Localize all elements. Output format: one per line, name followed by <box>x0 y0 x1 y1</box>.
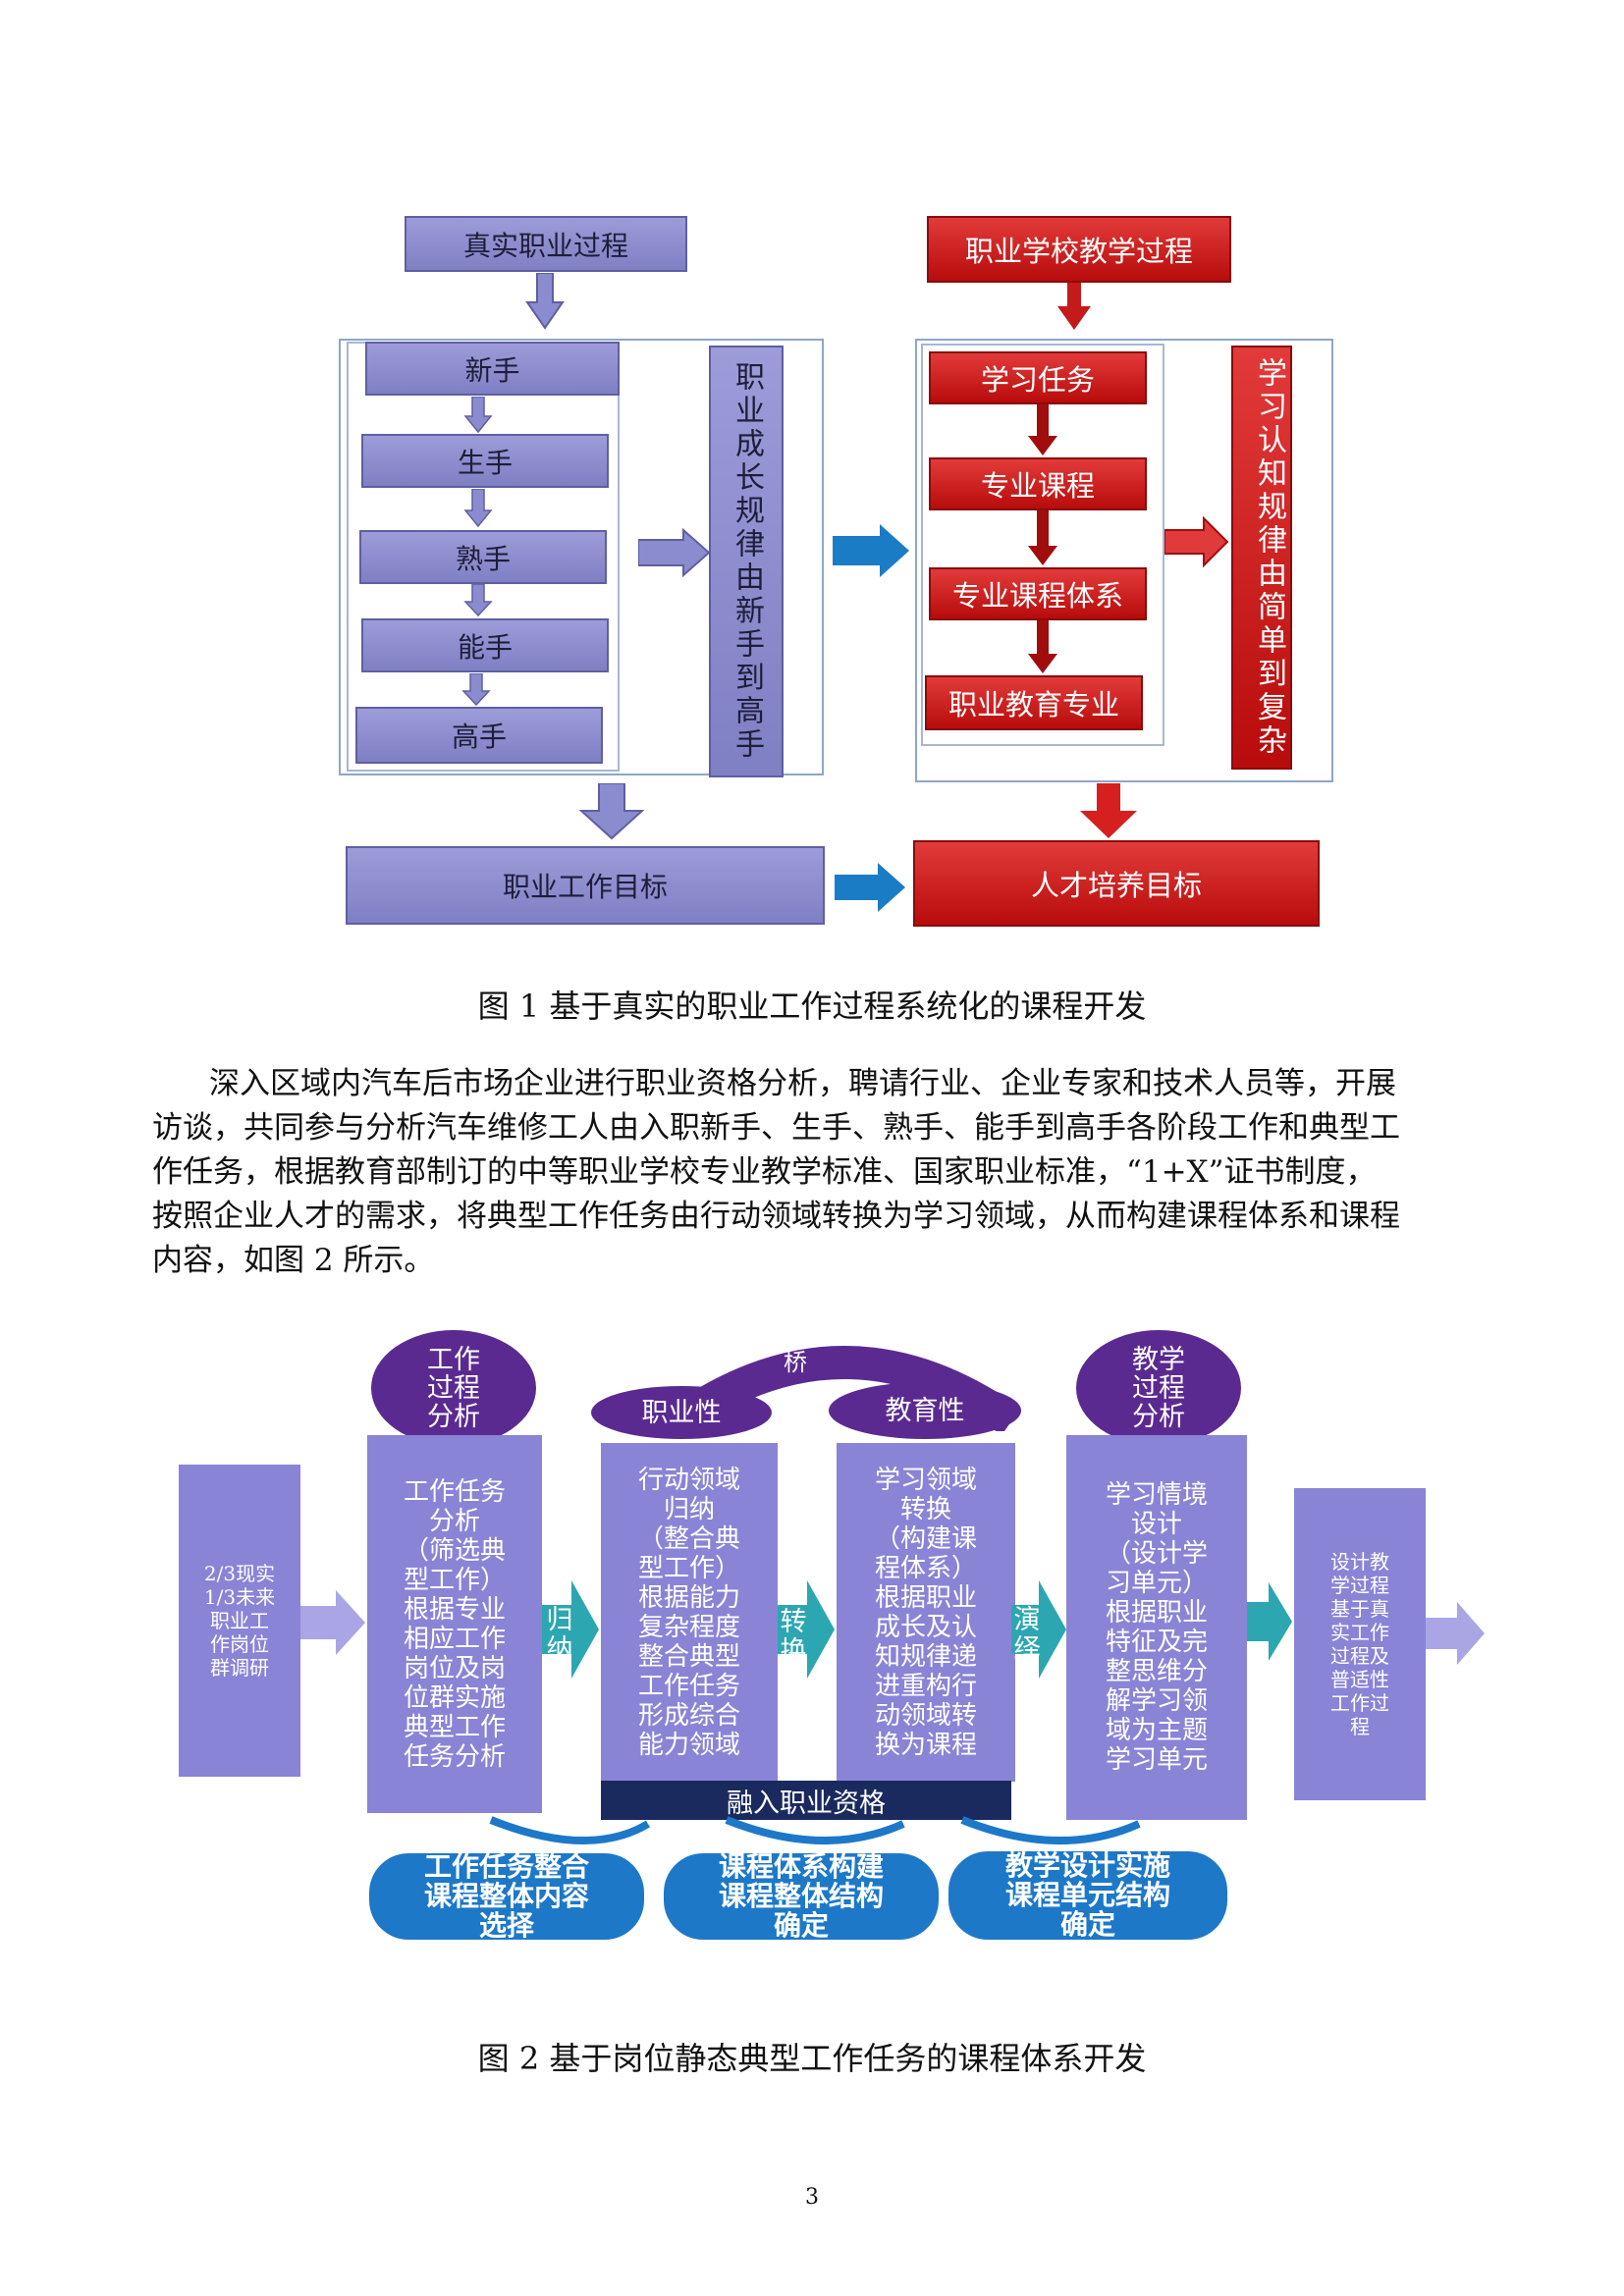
task-integration-oval: 工作任务整合 课程整体内容 选择 <box>369 1852 644 1941</box>
down-arrow-icon <box>1028 620 1057 673</box>
down-arrow-icon <box>1028 510 1057 565</box>
page-number: 3 <box>805 2185 819 2210</box>
work-process-analysis-oval: 工作 过程 分析 <box>371 1330 536 1446</box>
real-career-process-box: 真实职业过程 <box>405 216 687 272</box>
right-arrow-icon <box>542 1580 599 1679</box>
paragraph-line: 访谈，共同参与分析汽车维修工人由入职新手、生手、熟手、能手到高手各阶段工作和典型… <box>152 1110 1400 1146</box>
teaching-column-outline <box>921 344 1164 746</box>
vocational-qualification-bar: 融入职业资格 <box>601 1781 1011 1820</box>
learning-situation-column: 学习情境 设计 （设计学 习单元） 根据职业 特征及完 整思维分 解学习领 域为… <box>1066 1435 1247 1820</box>
course-system-box: 专业课程体系 <box>929 567 1147 620</box>
learning-field-column: 学习领域 转换 （构建课 程体系） 根据职业 成长及认 知规律递 进重构行 动领… <box>837 1443 1015 1782</box>
bridge-label: 桥 <box>784 1349 807 1376</box>
down-arrow-icon <box>1080 783 1137 838</box>
teaching-design-oval: 教学设计实施 课程单元结构 确定 <box>948 1851 1227 1940</box>
stage-beginner: 生手 <box>361 434 609 488</box>
paragraph-line: 作任务，根据教育部制订的中等职业学校专业教学标准、国家职业标准，“1+X”证书制… <box>152 1154 1377 1190</box>
teaching-design-box: 设计教 学过程 基于真 实工作 过程及 普适性 工作过 程 <box>1294 1488 1426 1800</box>
work-task-analysis-column: 工作任务 分析 （筛选典 型工作） 根据专业 相应工作 岗位及岗 位群实施 典型… <box>367 1435 542 1813</box>
induction-label: 归 纳 <box>546 1605 573 1665</box>
school-teaching-process-box: 职业学校教学过程 <box>927 216 1231 283</box>
stage-novice: 新手 <box>365 342 620 396</box>
down-arrow-icon <box>579 783 644 840</box>
body-paragraph: 深入区域内汽车后市场企业进行职业资格分析，聘请行业、企业专家和技术人员等，开展 … <box>152 1062 1497 1283</box>
right-arrow-icon <box>638 528 711 577</box>
professional-course-box: 专业课程 <box>929 457 1147 510</box>
right-arrow-icon <box>1247 1582 1292 1661</box>
down-arrow-icon <box>461 673 491 707</box>
educational-oval: 教育性 <box>829 1382 1021 1439</box>
career-growth-vertical-label: 职业成长规律由新手到高手 <box>709 346 784 777</box>
talent-training-goal-box: 人才培养目标 <box>913 840 1320 927</box>
stage-capable: 能手 <box>361 618 609 672</box>
down-arrow-icon <box>463 397 493 434</box>
stage-expert: 高手 <box>355 707 603 764</box>
deduction-label: 演 绎 <box>1013 1605 1041 1665</box>
conversion-label: 转 换 <box>780 1607 807 1667</box>
job-research-box: 2/3现实 1/3未来 职业工 作岗位 群调研 <box>179 1465 300 1777</box>
right-arrow-icon <box>833 524 909 577</box>
course-system-oval: 课程体系构建 课程整体结构 确定 <box>664 1852 939 1941</box>
right-arrow-icon <box>1426 1602 1485 1665</box>
vocational-major-box: 职业教育专业 <box>925 675 1143 730</box>
down-arrow-icon <box>1028 404 1057 455</box>
right-arrow-icon <box>778 1580 835 1679</box>
career-work-goal-box: 职业工作目标 <box>346 846 825 925</box>
curved-arrow-icon <box>489 1816 1141 1844</box>
right-arrow-icon <box>300 1590 365 1655</box>
figure-2-caption: 图 2 基于岗位静态典型工作任务的课程体系开发 <box>477 2040 1147 2077</box>
paragraph-line: 按照企业人才的需求，将典型工作任务由行动领域转换为学习领域，从而构建课程体系和课… <box>152 1199 1400 1234</box>
paragraph-line: 深入区域内汽车后市场企业进行职业资格分析，聘请行业、企业专家和技术人员等，开展 <box>209 1066 1396 1101</box>
right-arrow-icon <box>1011 1580 1066 1679</box>
action-field-column: 行动领域 归纳 （整合典 型工作） 根据能力 复杂程度 整合典型 工作任务 形成… <box>601 1443 778 1782</box>
right-arrow-icon <box>835 863 905 912</box>
teaching-process-analysis-oval: 教学 过程 分析 <box>1076 1330 1241 1446</box>
figure-1-caption: 图 1 基于真实的职业工作过程系统化的课程开发 <box>477 988 1147 1025</box>
stage-proficient: 熟手 <box>359 530 607 584</box>
learning-task-box: 学习任务 <box>929 351 1147 404</box>
down-arrow-icon <box>463 584 493 617</box>
down-arrow-icon <box>1057 283 1091 330</box>
down-arrow-icon <box>525 273 565 330</box>
vocational-oval: 职业性 <box>591 1386 772 1439</box>
paragraph-line: 内容，如图 2 所示。 <box>152 1243 435 1278</box>
down-arrow-icon <box>463 489 493 528</box>
learning-cognition-vertical-label: 学习认知规律由简单到复杂 <box>1231 346 1292 770</box>
right-arrow-icon <box>1164 516 1229 567</box>
